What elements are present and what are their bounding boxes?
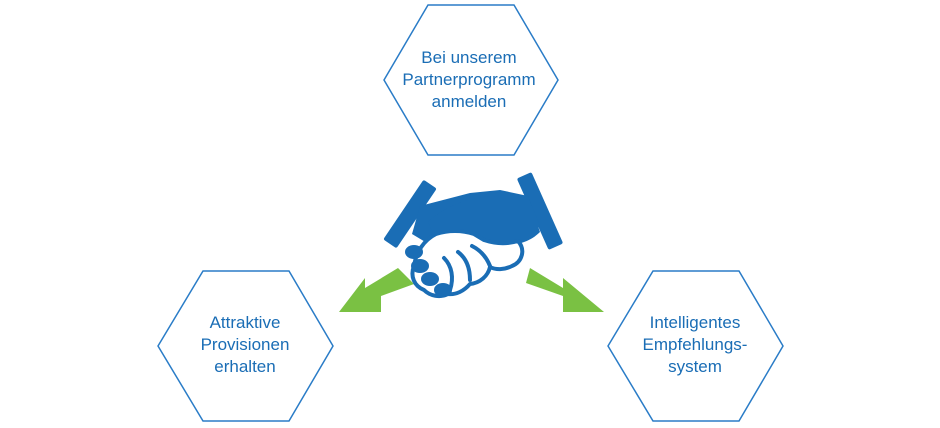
- node-left-line-1: Attraktive: [209, 313, 281, 332]
- arrow-down-left-icon: [339, 268, 414, 312]
- node-left-label: Attraktive Provisionen erhalten: [170, 312, 320, 378]
- node-top-line-1: Bei unserem: [421, 48, 517, 67]
- handshake-icon: [384, 172, 563, 299]
- hexagon-left: [157, 270, 334, 422]
- hexagon-top: [383, 4, 559, 156]
- node-top-line-2: Partnerprogramm: [402, 70, 536, 89]
- node-right-line-3: system: [668, 357, 722, 376]
- node-right-line-1: Intelligentes: [649, 313, 741, 332]
- hexagon-right: [607, 270, 784, 422]
- node-right-label: Intelligentes Empfehlungs- system: [620, 312, 770, 378]
- node-left-line-2: Provisionen: [200, 335, 290, 354]
- arrow-down-right-icon: [526, 268, 604, 312]
- node-top-line-3: anmelden: [431, 92, 507, 111]
- node-right-line-2: Empfehlungs-: [642, 335, 748, 354]
- node-top-label: Bei unserem Partnerprogramm anmelden: [394, 47, 544, 113]
- node-left-line-3: erhalten: [214, 357, 276, 376]
